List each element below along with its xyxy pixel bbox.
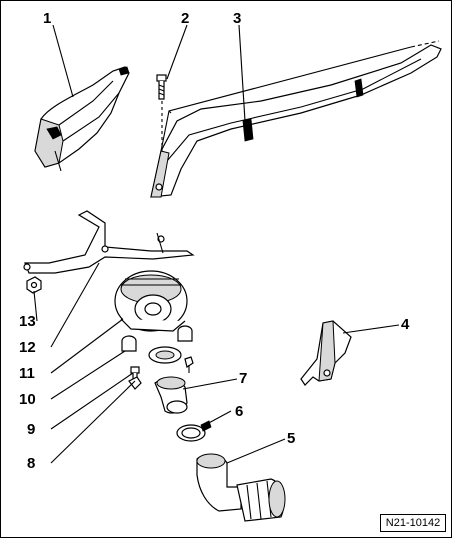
leader-1 (52, 24, 74, 98)
pump-outlet-clamp (148, 346, 182, 364)
callout-1: 1 (43, 10, 51, 27)
callout-numbers: 1 2 3 4 5 6 7 8 9 10 11 12 13 (19, 10, 410, 472)
callout-5: 5 (287, 430, 295, 447)
reference-code: N21-10142 (385, 517, 441, 529)
callout-6: 6 (235, 403, 243, 420)
callout-10: 10 (19, 391, 36, 408)
part-2-bolt (156, 74, 167, 100)
leader-3 (238, 24, 246, 122)
part-3-air-channel (150, 40, 442, 198)
leader-10 (50, 350, 126, 400)
leader-2 (166, 24, 188, 80)
part-8-screw (128, 376, 142, 390)
part-13-nut (26, 276, 42, 294)
callout-9: 9 (27, 421, 35, 438)
leader-9 (50, 372, 134, 430)
reference-code-box: N21-10142 (380, 514, 446, 532)
part-7-hose (154, 376, 188, 414)
leader-lines (33, 24, 400, 464)
screw-right (184, 356, 194, 373)
callout-7: 7 (239, 370, 247, 387)
part-1-intake-duct (34, 66, 130, 172)
leader-11 (50, 318, 124, 374)
part-10-rubber-mount (121, 335, 137, 352)
leader-5 (226, 438, 286, 464)
callout-2: 2 (181, 10, 189, 27)
rubber-mount-right (177, 325, 193, 342)
callout-12: 12 (19, 339, 36, 356)
leader-12 (50, 262, 100, 348)
part-11-air-pump (114, 270, 188, 332)
leader-4 (342, 324, 400, 334)
part-5-intake-hose (196, 453, 286, 522)
part-4-bracket (300, 320, 352, 386)
callout-13: 13 (19, 313, 36, 330)
callout-4: 4 (401, 316, 410, 333)
leader-13 (33, 290, 38, 322)
callout-3: 3 (233, 10, 241, 27)
leader-7 (182, 378, 238, 390)
leader-8 (50, 380, 136, 464)
part-12-bracket (23, 210, 195, 274)
leader-6 (204, 410, 232, 426)
callout-8: 8 (27, 455, 35, 472)
callout-11: 11 (19, 365, 35, 382)
